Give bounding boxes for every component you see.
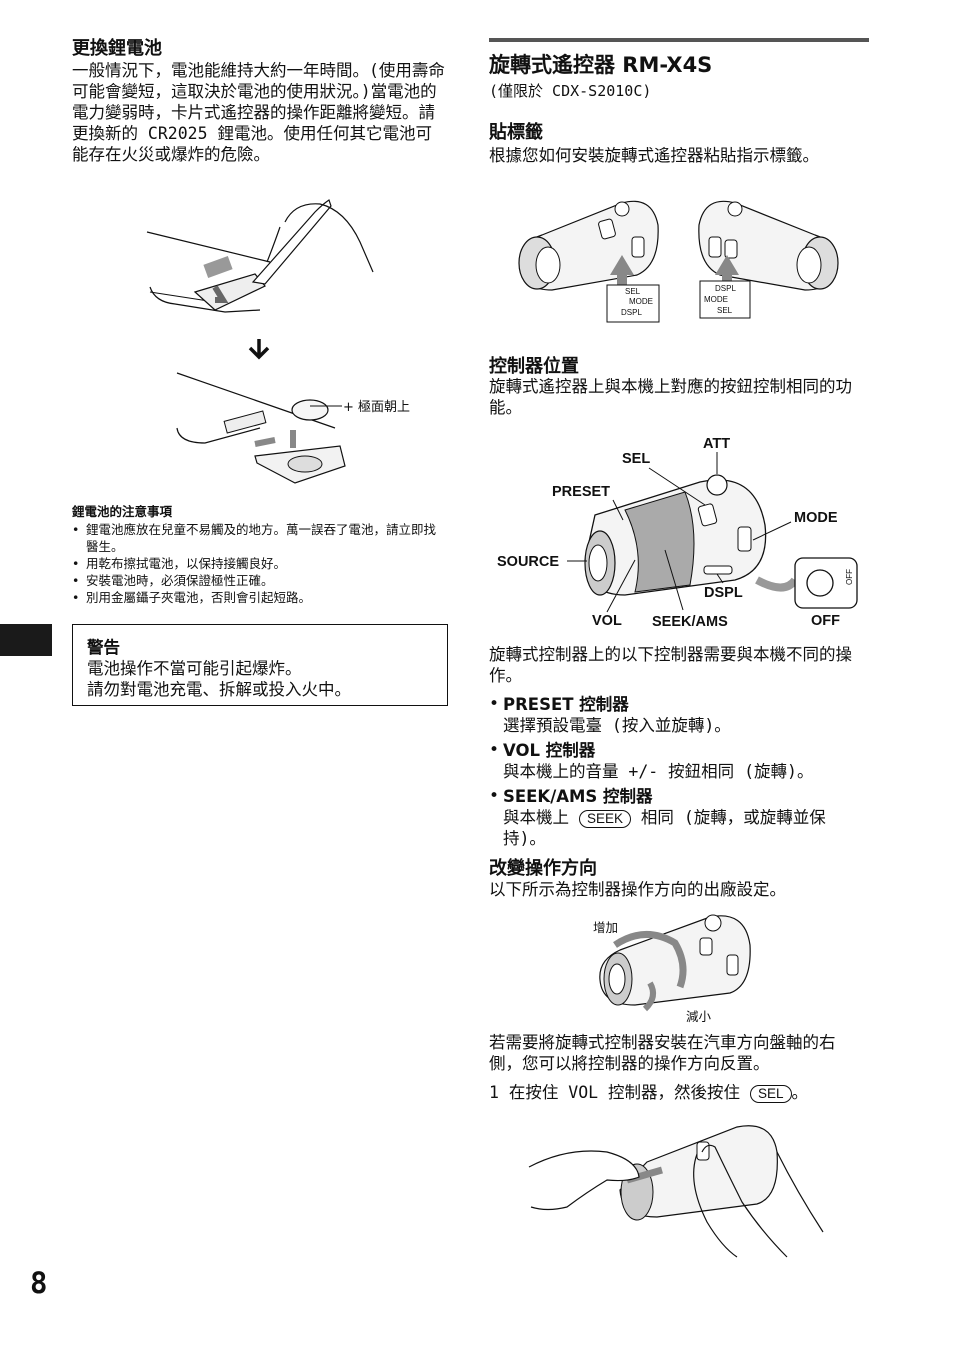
direction-heading: 改變操作方向 [489,858,597,879]
step-1: 1 在按住 VOL 控制器，然後按住 SEL。 [489,1082,859,1103]
remote-left-illustration [518,200,660,323]
battery-insert-illustration [176,372,346,484]
seek-desc-b: 相同 (旋轉，或旋轉並保持)。 [503,808,826,848]
bullet-seek: SEEK/AMS 控制器 與本機上 SEEK 相同 (旋轉，或旋轉並保持)。 [489,786,859,849]
decrease-label: 減小 [686,1009,712,1024]
sticker-text: DSPL [621,308,642,317]
step-1-end: 。 [791,1083,809,1102]
label-heading: 貼標籤 [489,122,543,143]
sticker-text: SEL [717,306,733,315]
bullet-vol: VOL 控制器 與本機上的音量 +/- 按鈕相同 (旋轉)。 [489,740,859,782]
page-subtitle: (僅限於 CDX-S2010C) [489,82,652,100]
seek-label: SEEK/AMS [652,614,728,630]
section-tab [0,624,52,656]
source-label: SOURCE [497,554,559,570]
direction-text: 以下所示為控制器操作方向的出廠設定。 [489,880,786,899]
sticker-right: DSPL MODE SEL [701,283,751,320]
plus-side-label: + 極面朝上 [343,400,411,415]
battery-heading: 更換鋰電池 [72,38,162,59]
arrow-down-icon [248,339,270,360]
sticker-left: SEL MODE DSPL [609,286,659,323]
warning-line: 電池操作不當可能引起爆炸。 [87,659,302,678]
off-label: OFF [811,613,840,629]
sel-key: SEL [749,1085,792,1103]
dspl-label: DSPL [704,585,743,601]
caution-item: 鋰電池應放在兒童不易觸及的地方。萬一誤吞了電池，請立即找醫生。 [72,521,444,555]
caution-item: 用乾布擦拭電池，以保持接觸良好。 [72,555,444,572]
off-small-label: OFF [845,569,854,585]
callout-line [310,405,342,407]
hand-operation-illustration [528,1125,824,1258]
label-text: 根據您如何安裝旋轉式遙控器粘貼指示標籤。 [489,146,819,165]
step-1-text: 1 在按住 VOL 控制器，然後按住 [489,1083,741,1102]
direction-illustration: 增加 減小 [593,914,751,1024]
sticker-text: DSPL [715,284,736,293]
bullet-title: PRESET 控制器 [503,695,629,714]
mode-label: MODE [794,510,838,526]
page-title: 旋轉式遙控器 RM-X4S [489,53,713,77]
controller-diagram: OFF ATT SEL PRESET MODE SOURCE DSPL VOL … [497,436,858,630]
controls-heading: 控制器位置 [489,356,579,377]
caution-item: 別用金屬鑷子夾電池，否則會引起短路。 [72,589,444,606]
bullet-preset: PRESET 控制器 選擇預設電臺 (按入並旋轉)。 [489,694,859,736]
increase-label: 增加 [593,920,618,935]
bullet-title: VOL 控制器 [503,741,596,760]
page-number: 8 [30,1266,48,1300]
att-label: ATT [703,436,730,452]
caution-heading: 鋰電池的注意事項 [72,504,173,519]
battery-remove-illustration [146,199,374,313]
bullet-desc: 與本機上 SEEK 相同 (旋轉，或旋轉並保持)。 [503,807,859,849]
vol-label: VOL [592,613,622,629]
remote-right-illustration [698,200,839,319]
seek-desc-a: 與本機上 [503,808,569,827]
section-rule [489,38,869,42]
reverse-text: 若需要將旋轉式控制器安裝在汽車方向盤軸的右側，您可以將控制器的操作方向反置。 [489,1033,836,1073]
warning-title: 警告 [87,638,120,657]
bullet-desc: 與本機上的音量 +/- 按鈕相同 (旋轉)。 [503,762,814,781]
preset-label: PRESET [552,484,610,500]
warning-box: 警告 電池操作不當可能引起爆炸。 請勿對電池充電、拆解或投入火中。 [72,624,448,706]
caution-item: 安裝電池時，必須保證極性正確。 [72,572,444,589]
sticker-text: MODE [629,297,653,306]
bullet-title: SEEK/AMS 控制器 [503,787,653,806]
battery-text: 一般情況下，電池能維持大約一年時間。(使用壽命可能會變短，這取決於電池的使用狀況… [72,61,445,164]
controls-text: 旋轉式遙控器上與本機上對應的按鈕控制相同的功能。 [489,377,852,417]
seek-key: SEEK [578,810,631,828]
difference-text: 旋轉式控制器上的以下控制器需要與本機不同的操作。 [489,645,852,685]
sticker-text: MODE [704,295,728,304]
sticker-text: SEL [625,287,641,296]
sel-label: SEL [622,451,650,467]
caution-list: 鋰電池應放在兒童不易觸及的地方。萬一誤吞了電池，請立即找醫生。 用乾布擦拭電池，… [72,521,444,606]
bullet-desc: 選擇預設電臺 (按入並旋轉)。 [503,716,731,735]
control-bullets: PRESET 控制器 選擇預設電臺 (按入並旋轉)。 VOL 控制器 與本機上的… [489,694,859,853]
warning-line: 請勿對電池充電、拆解或投入火中。 [87,680,351,699]
